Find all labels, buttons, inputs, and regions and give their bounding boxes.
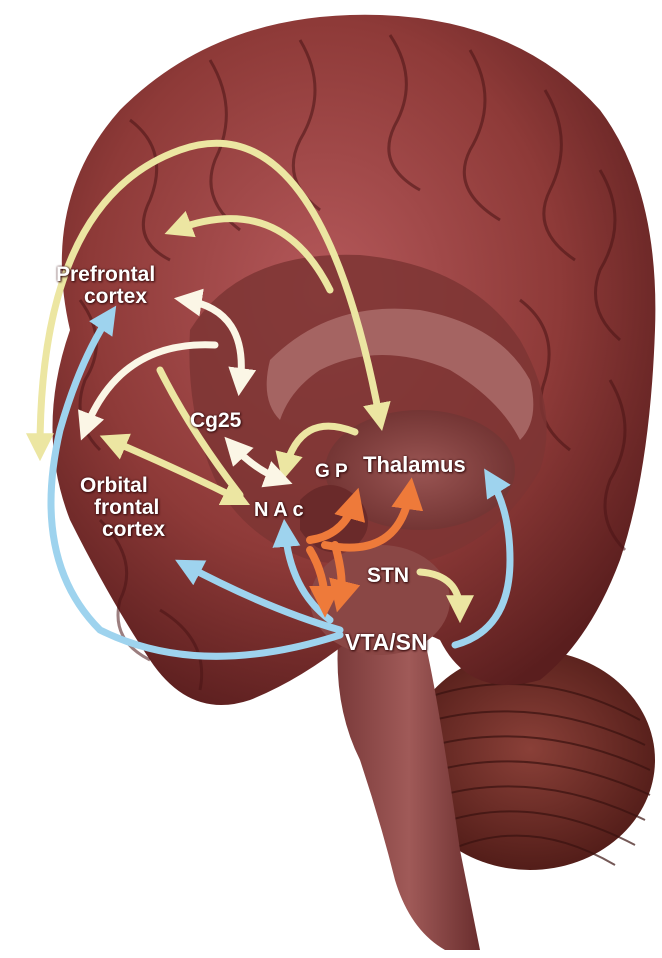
label-orbital-frontal-cortex: Orbital frontal cortex	[80, 475, 165, 541]
label-orbital-line1: Orbital	[80, 475, 165, 497]
label-vta-sn: VTA/SN	[345, 630, 428, 654]
label-prefrontal-cortex: Prefrontal cortex	[56, 264, 155, 308]
label-nac: N A c	[254, 500, 304, 521]
label-prefrontal-line2: cortex	[56, 286, 155, 308]
label-gp: G P	[315, 462, 348, 482]
label-prefrontal-line1: Prefrontal	[56, 264, 155, 286]
label-cg25: Cg25	[190, 410, 241, 432]
label-stn: STN	[367, 565, 409, 587]
label-thalamus: Thalamus	[363, 453, 466, 476]
label-orbital-line2: frontal	[80, 497, 165, 519]
label-orbital-line3: cortex	[80, 519, 165, 541]
